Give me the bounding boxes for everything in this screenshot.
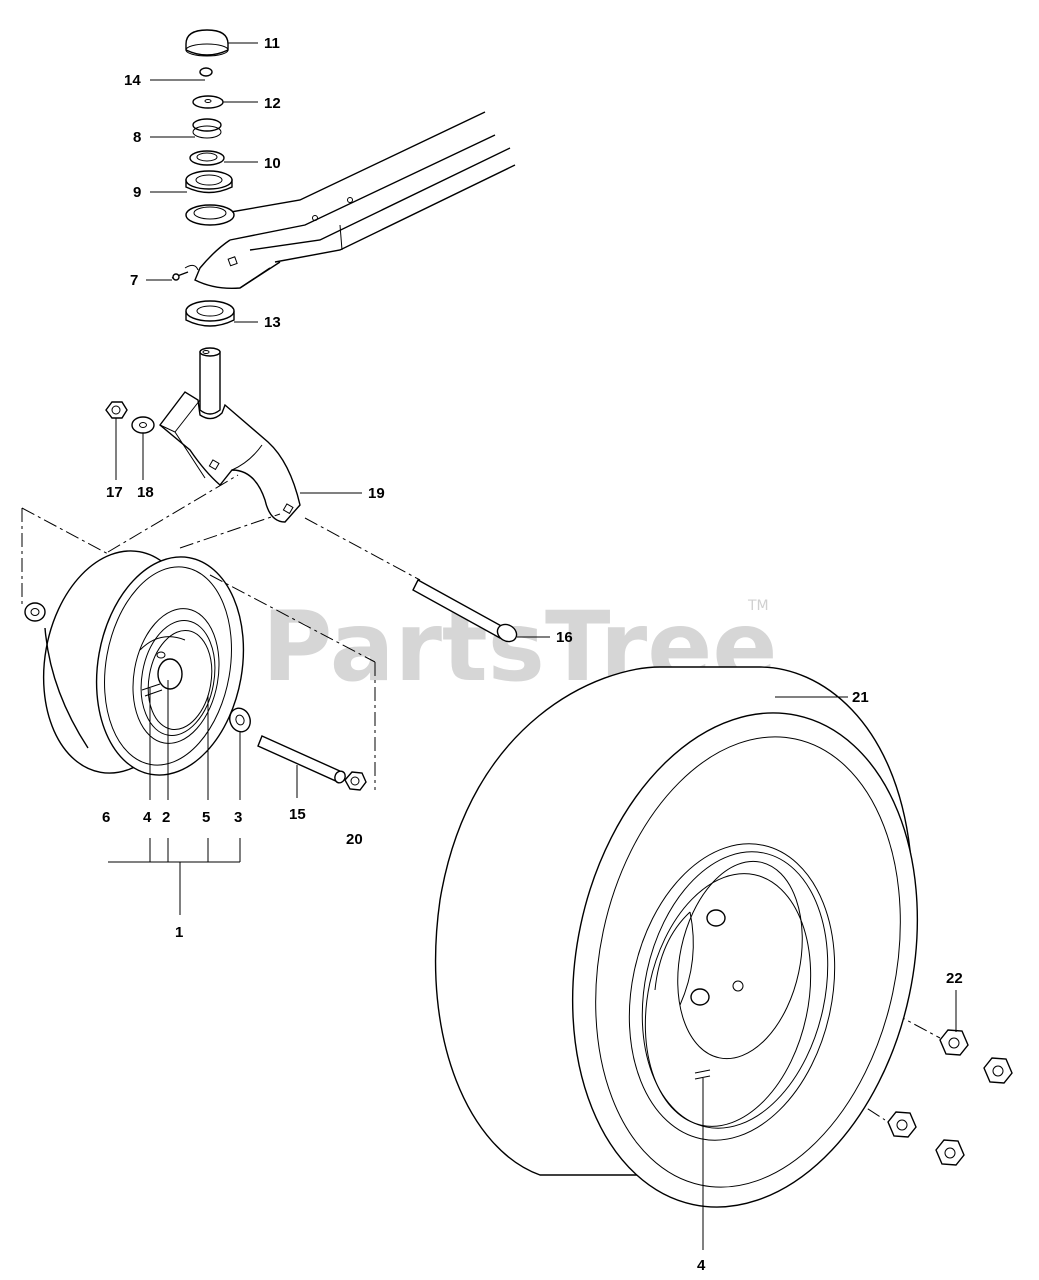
leader-lines (108, 42, 957, 1250)
bolt-part-16 (412, 579, 518, 643)
label-13: 13 (264, 314, 281, 331)
label-20: 20 (346, 831, 363, 848)
label-22: 22 (946, 970, 963, 987)
label-10: 10 (264, 155, 281, 172)
label-3: 3 (234, 809, 242, 826)
washer-part-10 (189, 150, 225, 166)
label-17: 17 (106, 484, 123, 501)
nut-part-20 (344, 771, 367, 791)
label-19: 19 (368, 485, 385, 502)
bolt-part-7 (171, 264, 199, 281)
front-axle-arm (194, 111, 516, 290)
label-11: 11 (264, 35, 280, 52)
caster-fork-part-19 (159, 391, 301, 523)
rear-wheel-part-21 (434, 666, 919, 1208)
washer-part-12 (192, 95, 224, 109)
grease-fitting-part-14 (199, 67, 213, 77)
label-16: 16 (556, 629, 573, 646)
caster-spindle (199, 347, 221, 415)
label-4: 4 (143, 809, 152, 826)
label-4-rear: 4 (697, 1257, 706, 1274)
nut-part-17 (105, 401, 128, 419)
label-1: 1 (175, 924, 183, 941)
callout-labels: 11 14 12 8 10 9 7 13 17 18 19 16 21 6 4 … (102, 35, 963, 1274)
bearing-part-9 (185, 170, 233, 194)
axle-part-15 (257, 735, 346, 784)
label-6: 6 (102, 809, 110, 826)
label-14: 14 (124, 72, 141, 89)
label-18: 18 (137, 484, 154, 501)
label-12: 12 (264, 95, 281, 112)
upper-bushing (185, 204, 235, 226)
washer-part-18 (131, 416, 155, 434)
snap-ring-part-8 (192, 118, 222, 139)
dust-cap-part-11 (185, 29, 229, 57)
label-15: 15 (289, 806, 306, 823)
label-2: 2 (162, 809, 170, 826)
nut-left-caster (24, 602, 46, 622)
bearing-part-13 (185, 300, 235, 327)
spacer-part-3 (229, 707, 251, 733)
watermark-trademark: TM (747, 598, 769, 614)
lug-nuts-part-22 (887, 1029, 1013, 1166)
label-7: 7 (130, 272, 138, 289)
label-5: 5 (202, 809, 210, 826)
label-8: 8 (133, 129, 141, 146)
label-21: 21 (852, 689, 869, 706)
caster-wheel-part-1 (42, 550, 245, 776)
label-9: 9 (133, 184, 141, 201)
